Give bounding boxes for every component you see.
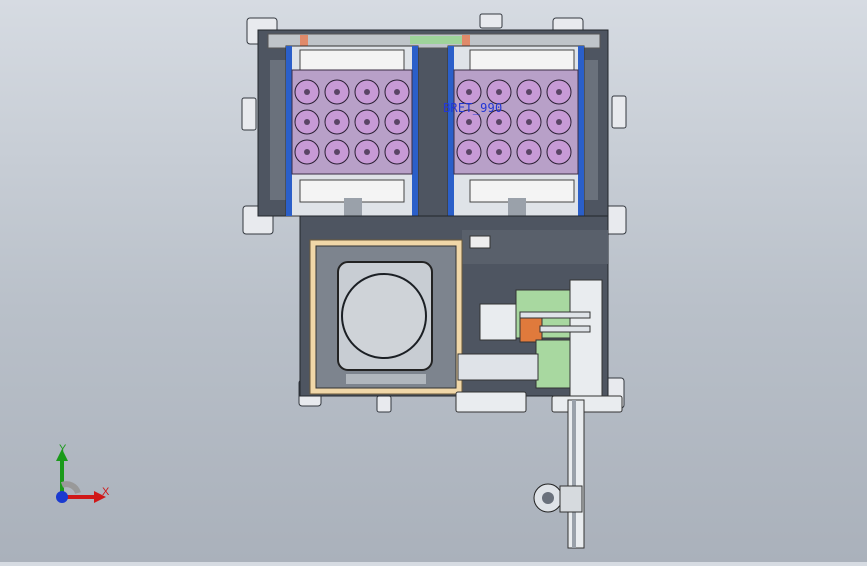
- tray-part-hub: [394, 119, 400, 125]
- tray-part-hub: [556, 89, 562, 95]
- tray-part-hub: [556, 149, 562, 155]
- tray-part-hub: [364, 119, 370, 125]
- tray-part-hub: [334, 119, 340, 125]
- origin-point: [56, 491, 68, 503]
- tray-part-hub: [364, 149, 370, 155]
- tray-part-hub: [526, 89, 532, 95]
- top-bracket: [479, 13, 503, 29]
- left-bracket: [241, 97, 257, 131]
- transfer-arm: [533, 399, 585, 549]
- crossbar-clamp-right: [462, 35, 470, 47]
- tray-part-hub: [466, 89, 472, 95]
- tray-part-hub: [496, 89, 502, 95]
- left-side-guide: [270, 60, 288, 200]
- tray-part-hub: [304, 149, 310, 155]
- sensor-block: [469, 235, 491, 249]
- tray-part-hub: [496, 119, 502, 125]
- parts-grid-left: [294, 79, 410, 165]
- tray-part-hub: [304, 119, 310, 125]
- tray-part-hub: [304, 89, 310, 95]
- crossbar-green-strip: [410, 36, 462, 44]
- tray-part-hub: [526, 149, 532, 155]
- coordinate-triad: [56, 449, 106, 503]
- bottom-handle: [376, 395, 392, 413]
- cad-annotation: BRET_990: [443, 101, 503, 115]
- tray-part-hub: [556, 119, 562, 125]
- parts-grid-right: [456, 79, 572, 165]
- tray-part-hub: [334, 89, 340, 95]
- x-axis-label: X: [102, 486, 110, 498]
- crossbar-clamp-left: [300, 35, 308, 47]
- tray-part-hub: [466, 149, 472, 155]
- tray-part-hub: [526, 119, 532, 125]
- tray-part-hub: [334, 149, 340, 155]
- right-bracket: [611, 95, 627, 129]
- tray-part-hub: [496, 149, 502, 155]
- tray-part-hub: [394, 89, 400, 95]
- handler-assembly: [455, 279, 623, 413]
- tray-part-hub: [364, 89, 370, 95]
- y-axis-label: Y: [59, 443, 67, 455]
- tray-part-hub: [394, 149, 400, 155]
- tray-part-hub: [466, 119, 472, 125]
- platter-station: [309, 239, 463, 395]
